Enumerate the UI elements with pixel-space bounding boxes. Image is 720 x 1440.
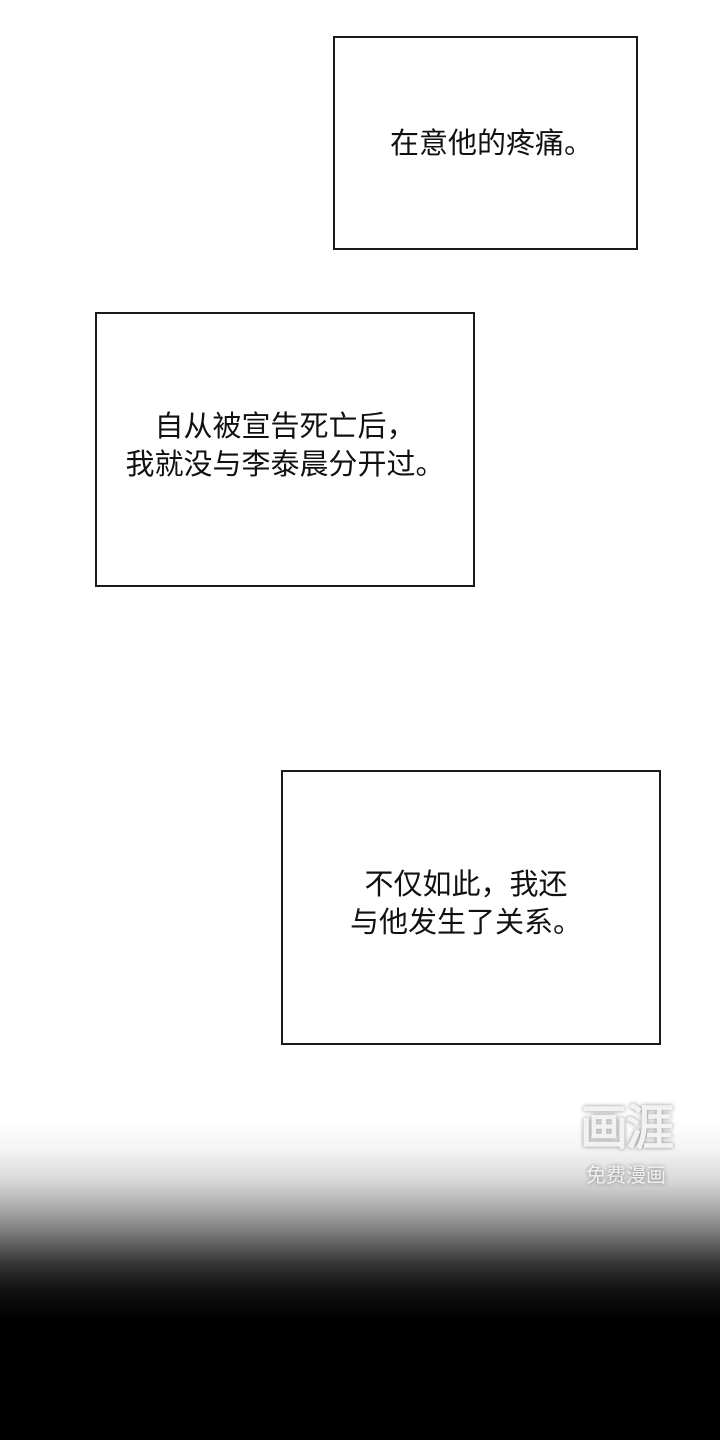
watermark-logo: 画涯 xyxy=(579,1100,674,1156)
watermark-subtitle: 免费漫画 xyxy=(586,1163,666,1187)
caption-text: 不仅如此，我还 与他发生了关系。 xyxy=(349,866,582,939)
caption-text: 自从被宣告死亡后， 我就没与李泰晨分开过。 xyxy=(125,408,445,481)
caption-box-2: 自从被宣告死亡后， 我就没与李泰晨分开过。 xyxy=(95,312,475,587)
caption-box-3: 不仅如此，我还 与他发生了关系。 xyxy=(281,770,661,1045)
watermark: 画涯 免费漫画 xyxy=(566,1100,686,1188)
caption-text: 在意他的疼痛。 xyxy=(389,126,593,160)
fade-to-black-gradient xyxy=(0,1120,720,1440)
caption-box-1: 在意他的疼痛。 xyxy=(333,36,638,250)
